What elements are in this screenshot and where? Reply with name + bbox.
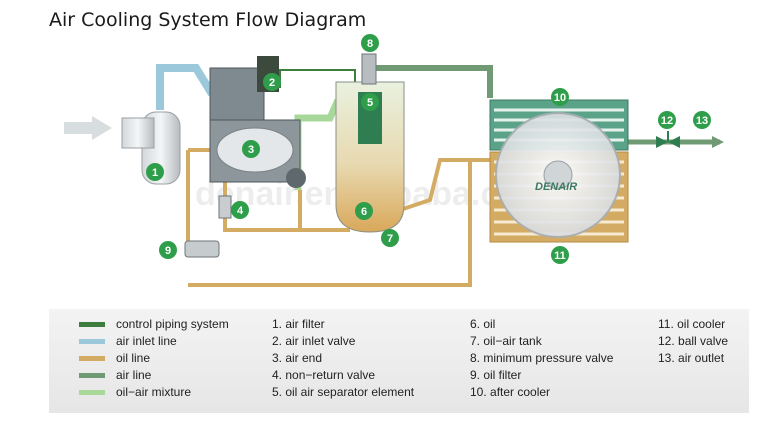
badge-5-label: 5 xyxy=(367,97,373,109)
badge-6-label: 6 xyxy=(361,206,367,218)
badge-12-label: 12 xyxy=(661,115,673,127)
air-outlet-arrow-icon xyxy=(712,136,724,148)
legend-item-4: 4. non−return valve xyxy=(272,368,376,382)
badge-12: 12 xyxy=(658,111,676,129)
badge-9: 9 xyxy=(159,241,177,259)
badge-4-label: 4 xyxy=(237,205,244,217)
legend-item-6: 6. oil xyxy=(470,317,496,331)
badge-1: 1 xyxy=(146,163,164,181)
legend-item-1: 1. air filter xyxy=(272,317,325,331)
legend-label-air-inlet: air inlet line xyxy=(116,334,177,348)
badge-3-label: 3 xyxy=(248,144,254,156)
legend-item-13: 13. air outlet xyxy=(658,351,725,365)
air-inlet-line xyxy=(156,64,216,110)
badge-4: 4 xyxy=(231,201,249,219)
legend-item-9: 9. oil filter xyxy=(470,368,522,382)
legend-label-oil-air-mixture: oil−air mixture xyxy=(116,385,192,399)
badge-7: 7 xyxy=(381,229,399,247)
legend-item-3: 3. air end xyxy=(272,351,323,365)
legend-item-8: 8. minimum pressure valve xyxy=(470,351,614,365)
legend-panel: control piping system air inlet line oil… xyxy=(49,309,749,413)
badge-3: 3 xyxy=(242,140,260,158)
legend-swatch-air-inlet xyxy=(79,339,105,344)
legend-item-11: 11. oil cooler xyxy=(658,317,726,331)
badge-6: 6 xyxy=(355,202,373,220)
diagram-title: Air Cooling System Flow Diagram xyxy=(49,9,367,31)
legend-swatch-oil-air-mixture xyxy=(79,390,105,395)
legend-swatch-air-line xyxy=(79,373,105,378)
badge-11-label: 11 xyxy=(554,250,566,262)
legend-swatch-oil-line xyxy=(79,356,105,361)
non-return-valve xyxy=(218,195,232,219)
badge-10-label: 10 xyxy=(554,92,566,104)
inlet-air-arrow-icon xyxy=(64,116,112,140)
legend-item-2: 2. air inlet valve xyxy=(272,334,356,348)
badge-13-label: 13 xyxy=(696,115,708,127)
badge-2-label: 2 xyxy=(269,77,275,89)
badge-7-label: 7 xyxy=(387,233,393,245)
air-line-outlet xyxy=(372,65,493,98)
badge-8-label: 8 xyxy=(367,38,373,50)
legend-label-oil-line: oil line xyxy=(116,351,151,365)
legend-item-7: 7. oil−air tank xyxy=(470,334,542,348)
badge-2: 2 xyxy=(263,73,281,91)
cooling-fan-icon: DENAIR xyxy=(495,112,621,238)
legend-item-12: 12. ball valve xyxy=(658,334,729,348)
badge-11: 11 xyxy=(551,246,569,264)
badge-10: 10 xyxy=(551,88,569,106)
badge-1-label: 1 xyxy=(152,167,158,179)
oil-filter xyxy=(184,240,220,258)
legend-swatch-control-piping xyxy=(79,322,105,327)
legend-label-air-line: air line xyxy=(116,368,152,382)
badge-9-label: 9 xyxy=(165,245,171,257)
oil-line-paths xyxy=(186,148,505,287)
legend-item-5: 5. oil air separator element xyxy=(272,385,415,399)
badge-8: 8 xyxy=(361,34,379,52)
fan-brand-label: DENAIR xyxy=(535,181,577,193)
badge-13: 13 xyxy=(693,111,711,129)
legend-label-control-piping: control piping system xyxy=(116,317,229,331)
flow-diagram: denair.en.alibaba.com xyxy=(64,34,724,287)
ball-valve-icon xyxy=(656,131,680,148)
badge-5: 5 xyxy=(361,93,379,111)
legend-item-10: 10. after cooler xyxy=(470,385,551,399)
minimum-pressure-valve xyxy=(361,53,377,85)
